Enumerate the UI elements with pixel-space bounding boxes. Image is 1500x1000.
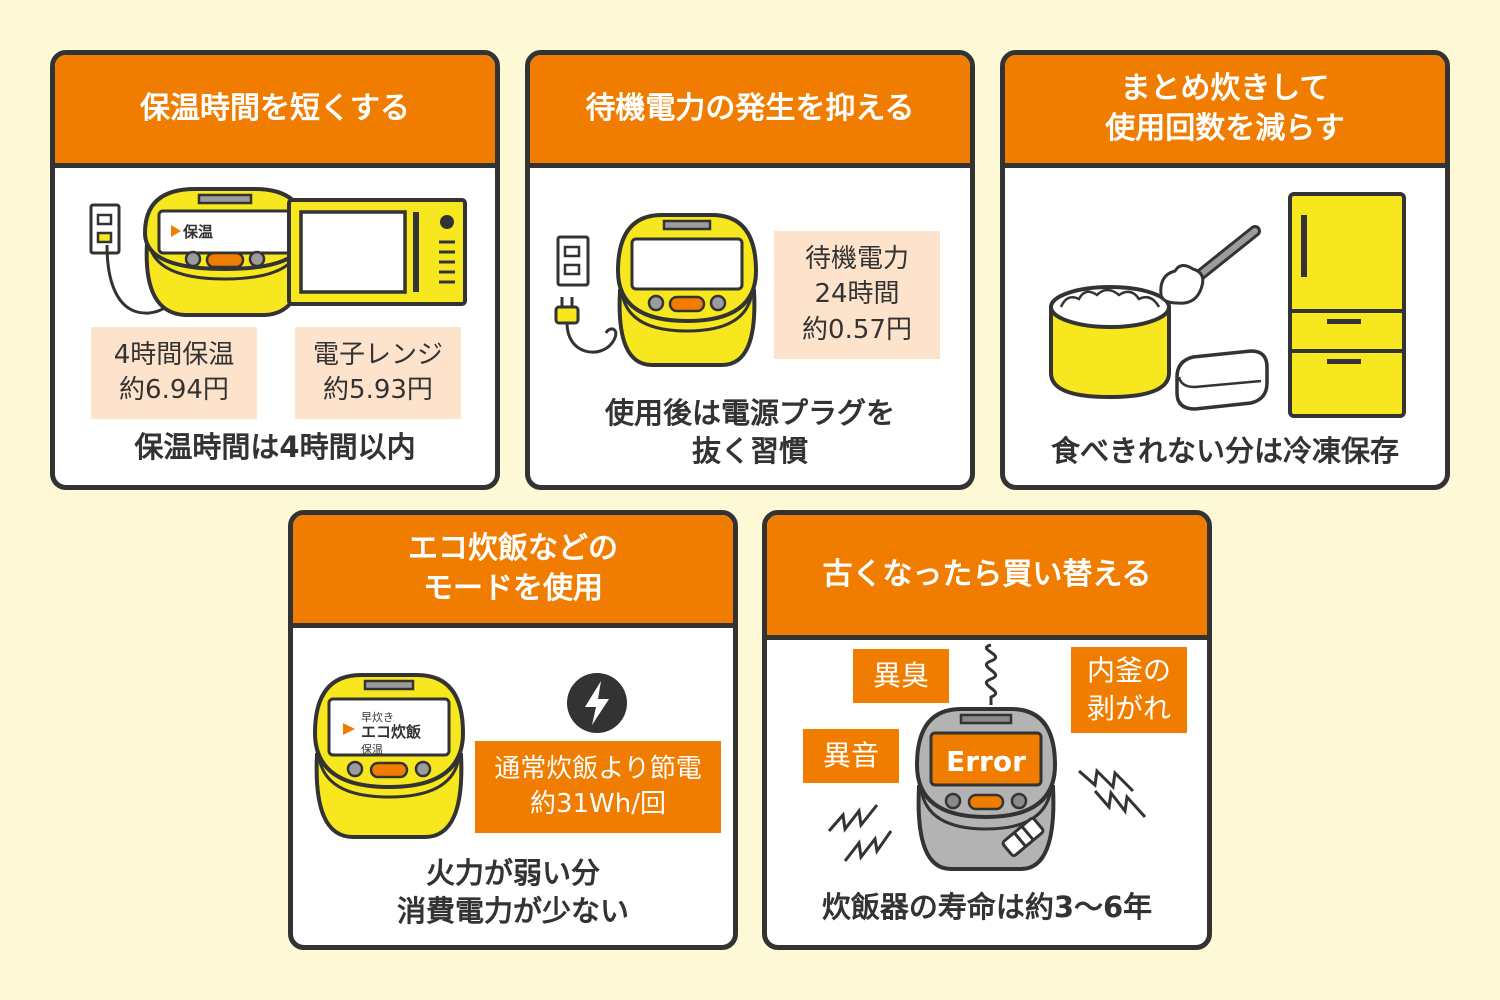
refrigerator-icon <box>1288 192 1406 418</box>
card-title: 古くなったら買い替える <box>767 515 1207 640</box>
rice-pot-icon <box>1049 285 1171 400</box>
symptom-peeling-tag: 内釜の 剥がれ <box>1071 647 1187 733</box>
screen-line-eco: エコ炊飯 <box>361 723 422 741</box>
rice-cooker-icon <box>615 213 759 367</box>
screen-line-warm: 保温 <box>361 743 383 756</box>
keep-warm-cost-label: 4時間保温 約6.94円 <box>91 327 257 419</box>
card-caption: 火力が弱い分 消費電力が少ない <box>396 856 629 928</box>
symptom-smell-tag: 異臭 <box>853 649 949 703</box>
lightning-icon <box>567 673 627 733</box>
eco-saving-label: 通常炊飯より節電 約31Wh/回 <box>475 741 721 833</box>
card-keep-warm: 保温時間を短くする 保温 4時間保温 約6.94円 電子レンジ 約 <box>50 50 500 490</box>
card-caption: 保温時間は4時間以内 <box>134 430 416 464</box>
standby-cost-label: 待機電力 24時間 約0.57円 <box>774 231 940 359</box>
card-title: 保温時間を短くする <box>55 55 495 168</box>
rice-paddle-icon <box>1159 225 1261 305</box>
error-screen-text: Error <box>946 745 1026 778</box>
card-caption: 食べきれない分は冷凍保存 <box>1050 434 1399 468</box>
wall-outlet-plug-icon <box>554 235 618 354</box>
card-title: エコ炊飯などのモードを使用 <box>293 515 733 628</box>
rice-cooker-icon <box>312 673 466 839</box>
symptom-noise-tag: 異音 <box>803 729 899 783</box>
card-batch-cooking: まとめ炊きして使用回数を減らす 食べきれない分は冷凍保存 <box>1000 50 1450 490</box>
smell-swirl-icon <box>984 643 998 705</box>
noise-zigzag-icon <box>1078 767 1147 819</box>
microwave-cost-label: 電子レンジ 約5.93円 <box>295 327 461 419</box>
noise-zigzag-icon <box>827 804 893 862</box>
screen-line-quick: 早炊き <box>361 711 394 724</box>
card-title: まとめ炊きして使用回数を減らす <box>1005 55 1445 168</box>
card-eco-mode: エコ炊飯などのモードを使用 早炊き エコ炊飯 保温 通常炊飯より節電 約31Wh… <box>288 510 738 950</box>
wall-outlet-icon <box>89 203 186 315</box>
card-standby-power: 待機電力の発生を抑える 待機電力 24時間 約0.57円 使用後は電源プラグを … <box>525 50 975 490</box>
card-caption: 使用後は電源プラグを 抜く習慣 <box>604 396 895 468</box>
broken-rice-cooker-icon <box>914 707 1058 871</box>
rice-cooker-icon <box>142 187 308 317</box>
card-title: 待機電力の発生を抑える <box>530 55 970 168</box>
cooker-screen-text: 保温 <box>183 223 214 241</box>
microwave-icon <box>287 198 467 306</box>
card-caption: 炊飯器の寿命は約3～6年 <box>821 890 1153 924</box>
frozen-rice-pack-icon <box>1175 349 1269 411</box>
card-replace-old: 古くなったら買い替える Error 異臭 異音 内釜の 剥がれ 炊飯器の寿命は約… <box>762 510 1212 950</box>
